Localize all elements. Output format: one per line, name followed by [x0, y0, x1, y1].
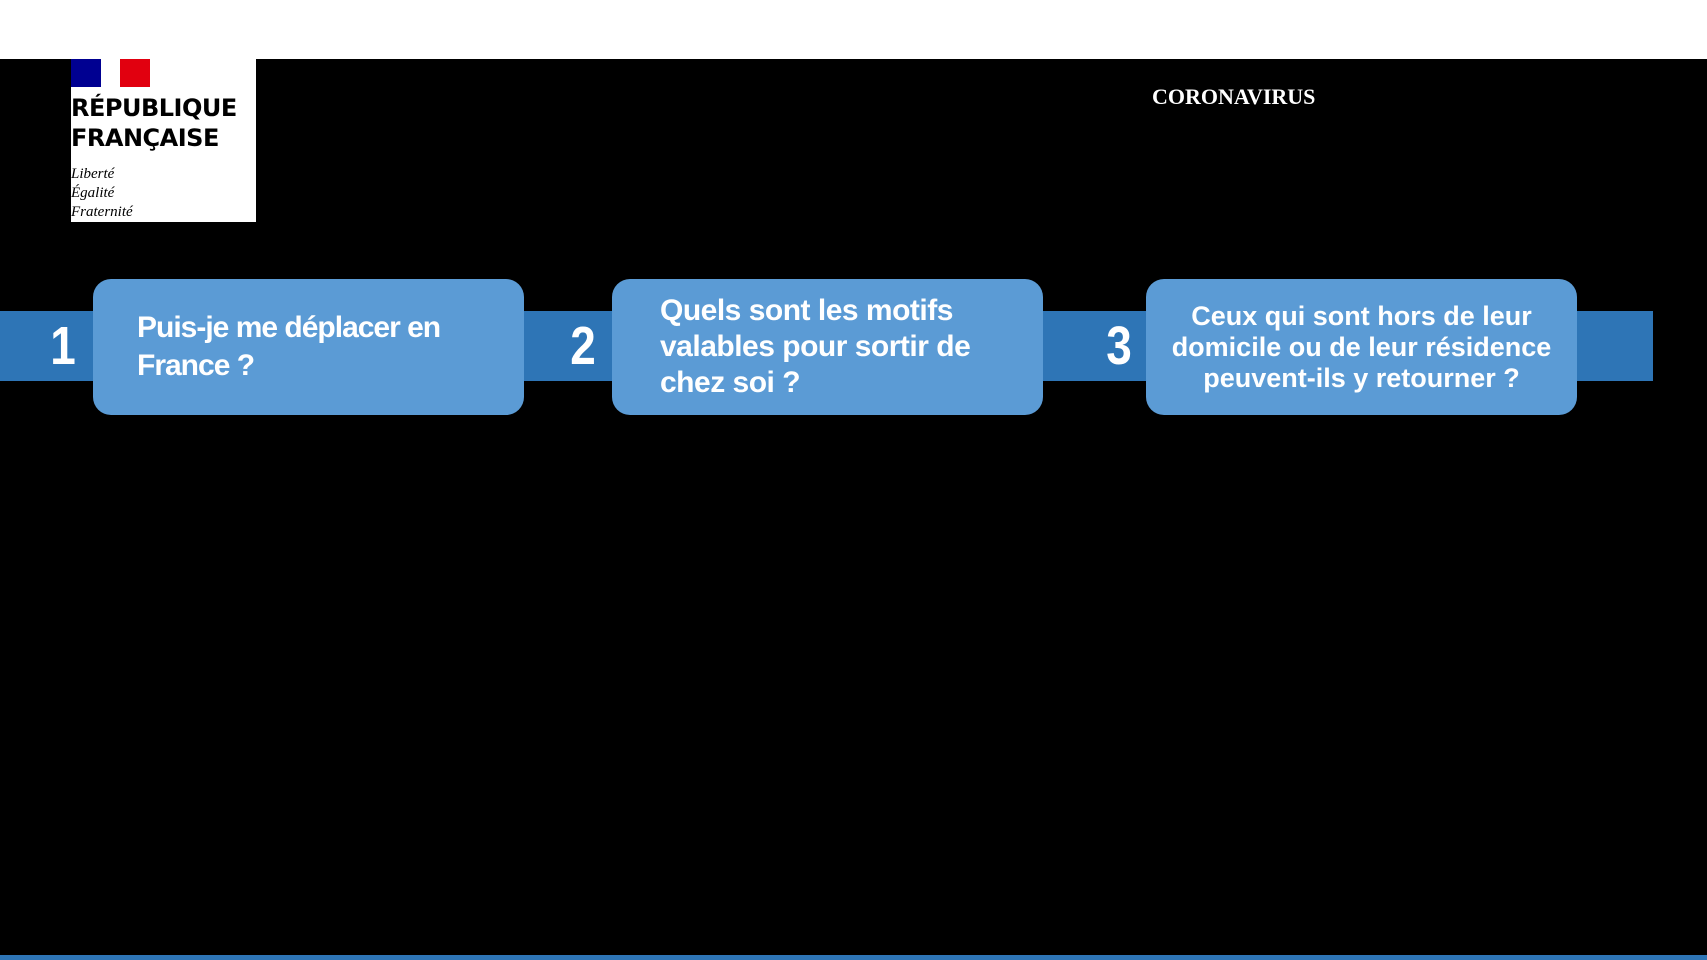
- step-question-3[interactable]: Ceux qui sont hors de leur domicile ou d…: [1146, 279, 1577, 415]
- step-question-text: Ceux qui sont hors de leur domicile ou d…: [1171, 300, 1552, 393]
- bottom-divider: [0, 955, 1707, 960]
- republique-francaise-logo: RÉPUBLIQUE FRANÇAISE Liberté Égalité Fra…: [71, 59, 256, 222]
- step-number-2: 2: [570, 316, 596, 376]
- logo-text: RÉPUBLIQUE FRANÇAISE: [71, 93, 237, 153]
- motto-fraternite: Fraternité: [71, 204, 133, 220]
- step-number-3: 3: [1106, 316, 1132, 376]
- logo-line2: FRANÇAISE: [71, 124, 219, 152]
- step-number-1: 1: [50, 316, 76, 376]
- logo-motto: Liberté Égalité Fraternité: [71, 165, 133, 222]
- motto-egalite: Égalité: [71, 185, 115, 201]
- top-white-strip: [0, 0, 1707, 59]
- page-title: CORONAVIRUS: [1152, 84, 1316, 109]
- step-question-2[interactable]: Quels sont les motifs valables pour sort…: [612, 279, 1043, 415]
- step-question-1[interactable]: Puis-je me déplacer en France ?: [93, 279, 524, 415]
- motto-liberte: Liberté: [71, 166, 115, 182]
- marianne-flag-icon: [71, 59, 150, 87]
- step-question-text: Puis-je me déplacer en France ?: [137, 311, 441, 382]
- logo-line1: RÉPUBLIQUE: [71, 94, 237, 122]
- step-question-text: Quels sont les motifs valables pour sort…: [660, 294, 971, 399]
